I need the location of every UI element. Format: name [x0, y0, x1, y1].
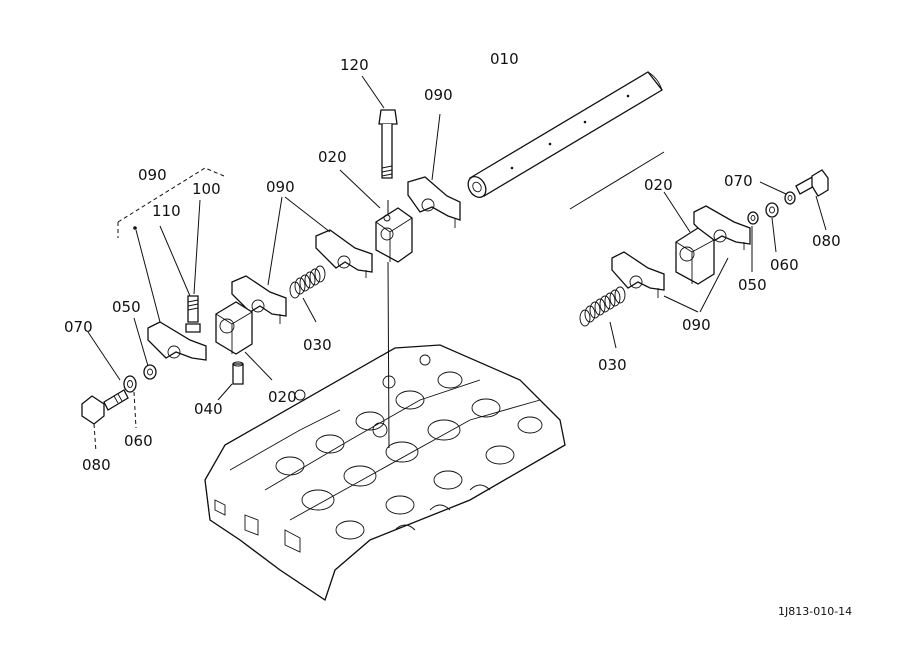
rocker-bracket-center [375, 207, 413, 263]
label-090-left: 090 [138, 166, 167, 184]
washer-060-left [123, 375, 137, 393]
label-020-center: 020 [318, 148, 347, 166]
label-030-right: 030 [598, 356, 627, 374]
rocker-arm-left [231, 275, 287, 324]
bolt-080-left [81, 389, 129, 425]
label-090-mid: 090 [266, 178, 295, 196]
label-060-left: 060 [124, 432, 153, 450]
rocker-arm-mid [315, 229, 373, 278]
label-030-mid: 030 [303, 336, 332, 354]
rocker-arm-top [407, 176, 461, 228]
label-100: 100 [192, 180, 221, 198]
label-050-left: 050 [112, 298, 141, 316]
washer-070-right [784, 191, 796, 205]
washer-050-right [747, 211, 759, 225]
spring-030-right [579, 286, 626, 327]
washer-060-right [765, 202, 779, 218]
label-010: 010 [490, 50, 519, 68]
figure-id: 1J813-010-14 [778, 605, 852, 618]
label-060-right: 060 [770, 256, 799, 274]
label-080-right: 080 [812, 232, 841, 250]
bolt-080-right [795, 169, 829, 197]
label-120: 120 [340, 56, 369, 74]
rocker-bracket-left [215, 301, 253, 355]
rocker-bracket-right [675, 227, 715, 285]
washer-050-left [143, 364, 157, 380]
label-070-left: 070 [64, 318, 93, 336]
label-050-right: 050 [738, 276, 767, 294]
spring-030-mid [289, 265, 326, 299]
label-090-top: 090 [424, 86, 453, 104]
label-110: 110 [152, 202, 181, 220]
label-090-right: 090 [682, 316, 711, 334]
label-020-right: 020 [644, 176, 673, 194]
rocker-shaft [467, 71, 663, 198]
bolt-120 [378, 109, 398, 179]
cylinder-head [204, 344, 566, 602]
label-020-left: 020 [268, 388, 297, 406]
pin-040 [232, 361, 244, 385]
rocker-arm-end-left [147, 295, 207, 361]
label-040: 040 [194, 400, 223, 418]
rocker-arm-right-lower [611, 251, 665, 298]
label-080-left: 080 [82, 456, 111, 474]
label-070-right: 070 [724, 172, 753, 190]
